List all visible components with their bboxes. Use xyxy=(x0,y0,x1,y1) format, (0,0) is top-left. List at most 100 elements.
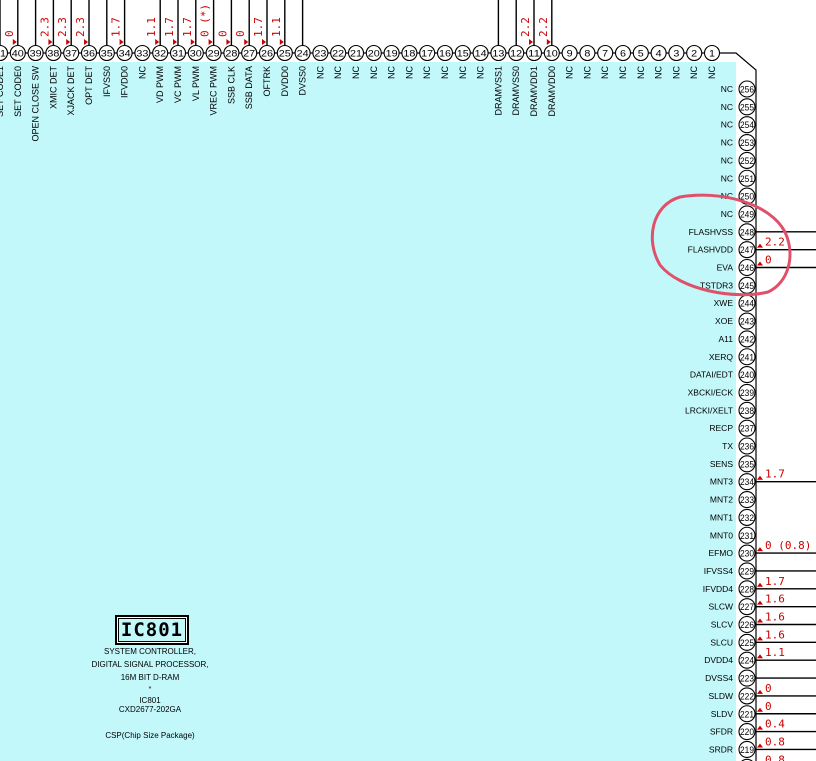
voltage-marker xyxy=(757,636,763,641)
pin-name: EVA xyxy=(717,263,734,273)
pin-number: 30 xyxy=(190,49,202,59)
pin-name: DATAI/EDT xyxy=(690,370,733,380)
pin-circle xyxy=(703,44,721,62)
pin-name: NC xyxy=(721,155,733,165)
pin-voltage: 1.7 xyxy=(252,17,265,37)
pin-name: A11 xyxy=(719,334,734,344)
pin-name: NC xyxy=(721,173,733,183)
pin-number: 237 xyxy=(740,424,754,434)
pin-number: 231 xyxy=(740,531,754,541)
pin-number: 14 xyxy=(475,49,487,59)
pin-voltage: 0 xyxy=(3,30,16,37)
pin-circle xyxy=(401,44,418,62)
pin-name: RECP xyxy=(709,423,733,433)
pin-number: 219 xyxy=(740,745,754,755)
pin-voltage: 0 xyxy=(765,254,772,267)
pin-voltage: 1.6 xyxy=(765,593,785,606)
pin-voltage: 1.7 xyxy=(765,468,785,481)
pin-voltage: 1.6 xyxy=(765,628,785,641)
pin-voltage: 0.4 xyxy=(765,718,785,731)
voltage-marker xyxy=(546,39,551,45)
voltage-marker xyxy=(48,39,53,45)
pin-name: VD PWM xyxy=(155,66,165,103)
pin-circle xyxy=(738,134,756,152)
pin-number: 222 xyxy=(740,691,754,701)
pin-name: DVDD0 xyxy=(280,66,290,97)
pin-name: NC xyxy=(618,66,628,79)
pin-circle xyxy=(738,705,756,723)
voltage-marker xyxy=(12,39,17,45)
voltage-marker xyxy=(262,39,266,45)
pin-voltage: 2.2 xyxy=(537,17,550,37)
pin-circle xyxy=(0,44,9,62)
pin-circle xyxy=(738,98,756,116)
ic-body xyxy=(0,62,736,761)
pin-number: 5 xyxy=(638,49,644,59)
chip-name: IC801 xyxy=(115,615,189,645)
chip-ref: IC801 xyxy=(139,696,161,705)
chip-asterisk: * xyxy=(148,686,152,693)
pin-circle xyxy=(668,44,685,62)
voltage-marker xyxy=(84,39,88,45)
pin-number: 6 xyxy=(620,49,626,59)
pin-number: 241 xyxy=(740,352,754,362)
pin-number: 15 xyxy=(457,49,469,59)
pin-name: SSB DATA xyxy=(244,66,254,109)
pin-number: 28 xyxy=(225,49,237,59)
pin-name: SLCU xyxy=(710,637,733,647)
pin-number: 37 xyxy=(65,49,77,59)
pin-name: NC xyxy=(600,66,610,79)
highlight-annotation xyxy=(650,193,792,297)
pin-circle xyxy=(738,205,756,223)
pin-number: 36 xyxy=(83,49,95,59)
pin-name: SLCV xyxy=(711,620,734,630)
pin-number: 41 xyxy=(0,49,6,59)
pin-number: 38 xyxy=(47,49,59,59)
pin-circle xyxy=(330,44,347,62)
pin-name: XMIC DET xyxy=(48,66,58,110)
pin-voltage: 0 (0.8) xyxy=(765,539,811,552)
pin-name: SET CODE0 xyxy=(13,66,23,117)
pin-circle xyxy=(738,723,756,741)
voltage-marker xyxy=(757,582,763,587)
pin-circle xyxy=(738,419,756,437)
pin-name: XWE xyxy=(714,298,734,308)
pin-voltage: 2.3 xyxy=(38,17,51,37)
pin-number: 221 xyxy=(740,709,754,719)
chip-package: CSP(Chip Size Package) xyxy=(105,731,195,740)
pin-name: NC xyxy=(404,66,414,79)
pin-circle xyxy=(738,651,756,669)
pin-circle xyxy=(312,44,329,62)
pin-circle xyxy=(738,330,756,348)
pin-number: 228 xyxy=(740,584,754,594)
voltage-marker xyxy=(119,39,124,45)
pin-circle xyxy=(738,169,756,187)
chip-desc-line1: SYSTEM CONTROLLER, xyxy=(103,647,196,656)
pin-number: 225 xyxy=(740,638,754,648)
pin-number: 7 xyxy=(602,49,608,59)
pin-number: 11 xyxy=(528,49,540,59)
pin-name: SLCW xyxy=(708,602,733,612)
pin-name: NC xyxy=(565,66,575,79)
pin-circle xyxy=(561,44,578,62)
pin-name: OPT DET xyxy=(84,66,94,105)
pin-circle xyxy=(45,44,62,62)
pin-number: 227 xyxy=(740,602,754,612)
pin-number: 238 xyxy=(740,406,754,416)
pin-circle xyxy=(9,44,26,62)
pin-voltage: 1.7 xyxy=(181,17,194,37)
pin-circle xyxy=(738,508,756,526)
pin-voltage: 0 xyxy=(216,30,229,37)
pin-circle xyxy=(738,258,756,277)
pin-number: 16 xyxy=(439,49,451,59)
pin-number: 25 xyxy=(279,49,291,59)
pin-name: VREC PWM xyxy=(209,66,219,116)
pin-number: 234 xyxy=(740,477,754,487)
pin-name: NC xyxy=(458,66,468,79)
pin-voltage: 1.1 xyxy=(145,17,158,37)
pin-number: 19 xyxy=(386,49,398,59)
pin-circle xyxy=(258,44,276,62)
pin-name: MNT1 xyxy=(710,512,733,522)
voltage-marker xyxy=(173,39,177,45)
pin-circle xyxy=(27,44,44,62)
